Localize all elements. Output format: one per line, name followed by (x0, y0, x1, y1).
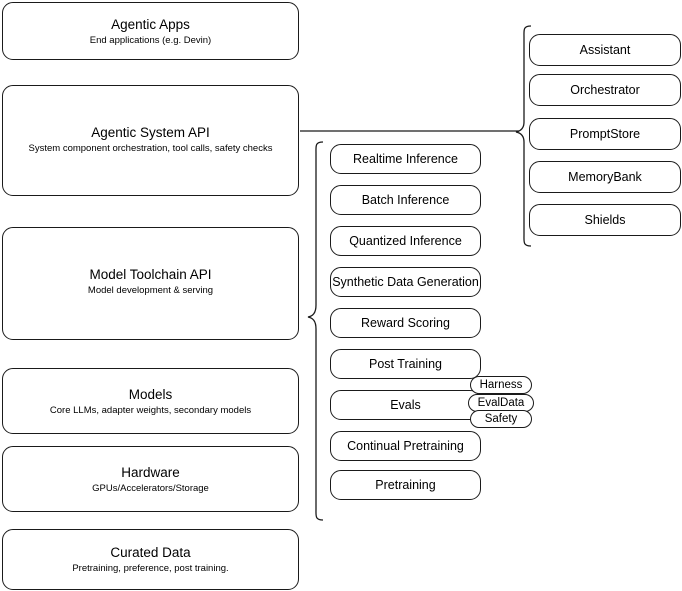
toolchain-component-realtime-inference[interactable]: Realtime Inference (330, 144, 481, 174)
stack-layer-title: Agentic System API (91, 125, 210, 140)
component-label: PromptStore (569, 127, 641, 141)
stack-layer-subtitle: Pretraining, preference, post training. (72, 563, 229, 574)
toolchain-component-evals[interactable]: Evals (330, 390, 481, 420)
subcomponent-label: Safety (484, 413, 518, 425)
stack-layer-model-toolchain-api[interactable]: Model Toolchain API Model development & … (2, 227, 299, 340)
toolchain-component-post-training[interactable]: Post Training (330, 349, 481, 379)
stack-layer-title: Models (128, 386, 173, 402)
eval-subcomponent-harness[interactable]: Harness (470, 376, 532, 394)
system-component-orchestrator[interactable]: Orchestrator (529, 74, 681, 106)
brace-path (515, 25, 532, 247)
toolchain-component-batch-inference[interactable]: Batch Inference (330, 185, 481, 215)
stack-layer-subtitle: System component orchestration, tool cal… (28, 143, 273, 154)
stack-layer-subtitle: GPUs/Accelerators/Storage (92, 482, 209, 494)
eval-subcomponent-evaldata[interactable]: EvalData (468, 394, 534, 412)
system-component-assistant[interactable]: Assistant (529, 34, 681, 66)
stack-layer-subtitle: Model development & serving (87, 285, 214, 296)
stack-layer-title: Curated Data (110, 545, 191, 560)
subcomponent-label: Harness (479, 379, 523, 391)
component-label: Synthetic Data Generation (332, 275, 479, 289)
stack-layer-hardware[interactable]: Hardware GPUs/Accelerators/Storage (2, 446, 299, 512)
stack-layer-subtitle: End applications (e.g. Devin) (89, 34, 212, 46)
component-label: Continual Pretraining (347, 439, 464, 453)
stack-layer-agentic-system-api[interactable]: Agentic System API System component orch… (2, 85, 299, 196)
toolchain-component-continual-pretraining[interactable]: Continual Pretraining (330, 431, 481, 461)
system-component-promptstore[interactable]: PromptStore (529, 118, 681, 150)
component-label: Shields (584, 213, 626, 227)
stack-layer-title: Agentic Apps (111, 16, 190, 32)
stack-layer-title: Hardware (121, 464, 180, 480)
component-label: Quantized Inference (349, 234, 462, 248)
component-label: Post Training (369, 357, 442, 371)
brace-path (307, 141, 324, 521)
stack-layer-subtitle: Core LLMs, adapter weights, secondary mo… (49, 404, 252, 416)
toolchain-component-reward-scoring[interactable]: Reward Scoring (330, 308, 481, 338)
component-label: Reward Scoring (361, 316, 450, 330)
component-label: Realtime Inference (353, 152, 458, 166)
toolchain-component-synthetic-data-generation[interactable]: Synthetic Data Generation (330, 267, 481, 297)
component-label: Orchestrator (570, 83, 640, 97)
component-label: Assistant (579, 43, 631, 57)
toolchain-component-quantized-inference[interactable]: Quantized Inference (330, 226, 481, 256)
system-component-memorybank[interactable]: MemoryBank (529, 161, 681, 193)
component-label: Pretraining (375, 478, 436, 492)
eval-subcomponent-safety[interactable]: Safety (470, 410, 532, 428)
toolchain-component-pretraining[interactable]: Pretraining (330, 470, 481, 500)
stack-layer-title: Model Toolchain API (89, 267, 212, 282)
system-component-shields[interactable]: Shields (529, 204, 681, 236)
component-label: Evals (390, 398, 421, 412)
component-label: Batch Inference (361, 193, 450, 207)
stack-layer-agentic-apps[interactable]: Agentic Apps End applications (e.g. Devi… (2, 2, 299, 60)
system-components-brace (515, 25, 532, 247)
stack-layer-models[interactable]: Models Core LLMs, adapter weights, secon… (2, 368, 299, 434)
system-api-connector-line (300, 130, 519, 132)
toolchain-brace (307, 141, 324, 521)
stack-layer-curated-data[interactable]: Curated Data Pretraining, preference, po… (2, 529, 299, 590)
component-label: MemoryBank (568, 170, 642, 184)
subcomponent-label: EvalData (477, 397, 525, 409)
